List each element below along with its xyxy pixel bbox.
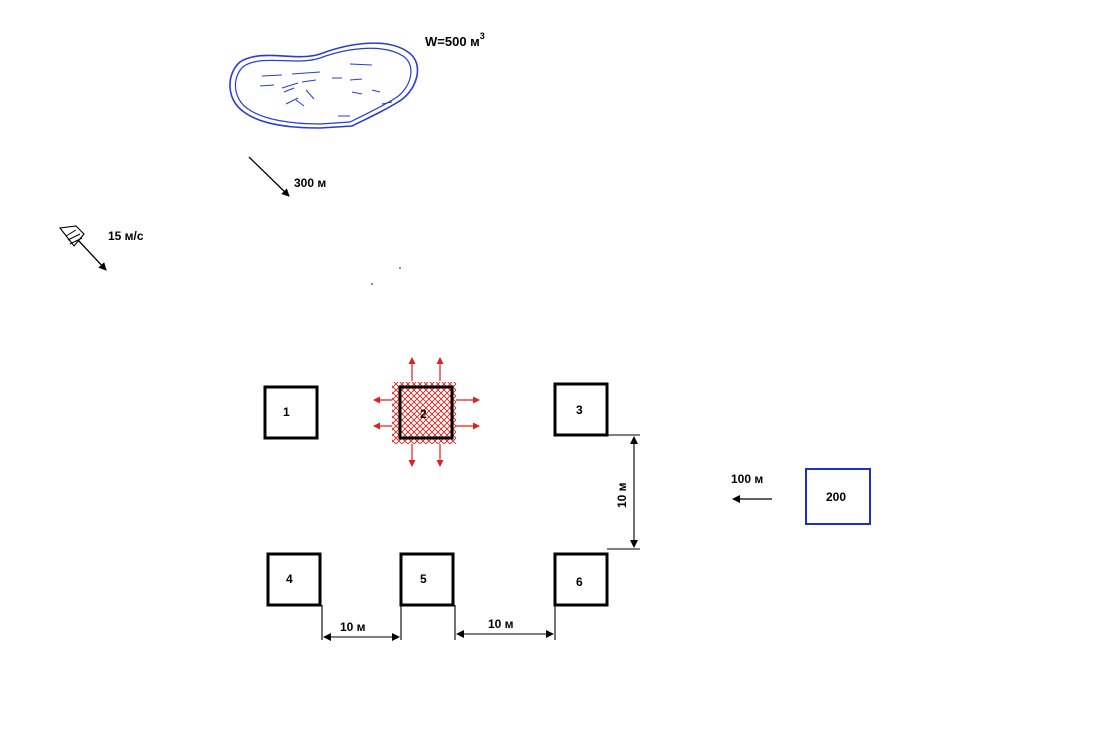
building-label: 2 [420, 407, 427, 421]
building-4: 4 [266, 552, 322, 607]
far-building-label: 200 [826, 490, 846, 504]
building-5: 5 [399, 552, 455, 607]
building-3: 3 [553, 382, 609, 437]
building-label: 1 [283, 405, 290, 419]
dimension-bottom-left-label: 10 м [340, 620, 366, 634]
stray-dot [371, 283, 373, 285]
building-label: 5 [420, 572, 427, 586]
building-1: 1 [263, 385, 319, 440]
pond-outline-inner [234, 47, 412, 125]
fire-spread-arrows [373, 357, 480, 467]
building-label: 6 [576, 575, 583, 589]
dimension-bottom-left [321, 605, 402, 641]
pond-volume-label: W=500 м3 [425, 31, 485, 49]
dimension-vertical [607, 434, 640, 550]
stray-dot [399, 267, 401, 269]
building-2-burning: 2 [373, 357, 480, 467]
pond [229, 42, 419, 129]
fire-hatch [392, 382, 456, 444]
far-building-200: 200 [805, 468, 871, 525]
dimension-bottom-right [454, 605, 556, 640]
water-ripples [259, 63, 393, 117]
pond-outline-outer [229, 42, 419, 129]
wind-arrow [58, 225, 107, 271]
dimension-vertical-label: 10 м [615, 482, 629, 508]
dimension-bottom-right-label: 10 м [488, 617, 514, 631]
building-label: 3 [576, 403, 583, 417]
distance-arrow-300 [248, 156, 290, 197]
far-building-distance-label: 100 м [731, 472, 763, 486]
building-6: 6 [553, 552, 609, 607]
wind-speed-label: 15 м/с [108, 229, 144, 243]
building-label: 4 [286, 572, 293, 586]
distance-label-300: 300 м [294, 176, 326, 190]
